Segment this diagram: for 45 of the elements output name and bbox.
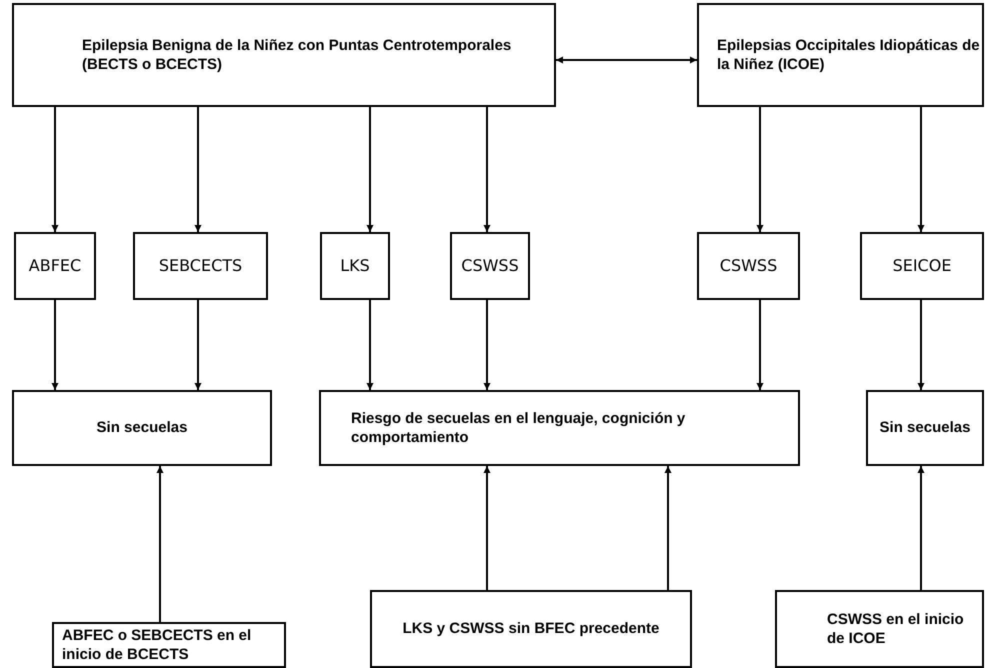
arrow bbox=[156, 466, 164, 622]
process-box bbox=[697, 3, 984, 107]
process-box bbox=[133, 232, 268, 300]
process-box bbox=[319, 390, 800, 466]
box-label: ABFEC bbox=[28, 256, 82, 276]
process-box bbox=[450, 232, 530, 300]
process-box bbox=[320, 232, 390, 300]
arrow bbox=[556, 56, 697, 64]
arrow bbox=[52, 107, 58, 232]
box-label: Sin secuelas bbox=[96, 418, 188, 438]
box-label: SEBCECTS bbox=[158, 256, 242, 276]
arrow bbox=[756, 107, 764, 232]
box-label: ABFEC o SEBCECTS en el inicio de BCECTS bbox=[62, 626, 252, 664]
box-label: CSWSS bbox=[720, 256, 778, 276]
arrow bbox=[194, 107, 202, 232]
arrow bbox=[484, 466, 490, 590]
arrow bbox=[918, 107, 924, 232]
box-label: Epilepsia Benigna de la Niñez con Puntas Centrotemporales (BECTS o BCECTS) bbox=[82, 36, 512, 74]
process-box bbox=[866, 390, 984, 466]
box-label: Riesgo de secuelas en el lenguaje, cognición y comportamiento bbox=[351, 408, 686, 448]
box-label: LKS y CSWSS sin BFEC precedente bbox=[402, 619, 660, 639]
process-box bbox=[860, 232, 984, 300]
process-box bbox=[12, 390, 272, 466]
process-box bbox=[370, 590, 692, 668]
arrow bbox=[194, 300, 202, 390]
box-label: Epilepsias Occipitales Idiopáticas de la Niñez (ICOE) bbox=[717, 36, 981, 74]
arrow bbox=[52, 300, 58, 390]
arrow bbox=[918, 466, 924, 590]
box-label: Sin secuelas bbox=[880, 418, 970, 438]
box-label: CSWSS en el inicio de ICOE bbox=[827, 610, 965, 648]
process-box bbox=[14, 232, 96, 300]
box-label: LKS bbox=[340, 256, 370, 276]
arrow bbox=[756, 300, 764, 390]
process-box bbox=[775, 590, 984, 668]
process-box bbox=[12, 3, 556, 107]
arrow bbox=[484, 300, 490, 390]
arrow bbox=[366, 300, 374, 390]
arrow bbox=[918, 300, 924, 390]
arrow bbox=[366, 107, 374, 232]
box-label: SEICOE bbox=[892, 256, 952, 276]
arrow bbox=[664, 466, 672, 590]
process-box bbox=[52, 622, 286, 668]
arrow bbox=[484, 107, 490, 232]
box-label: CSWSS bbox=[461, 256, 519, 276]
process-box bbox=[697, 232, 800, 300]
